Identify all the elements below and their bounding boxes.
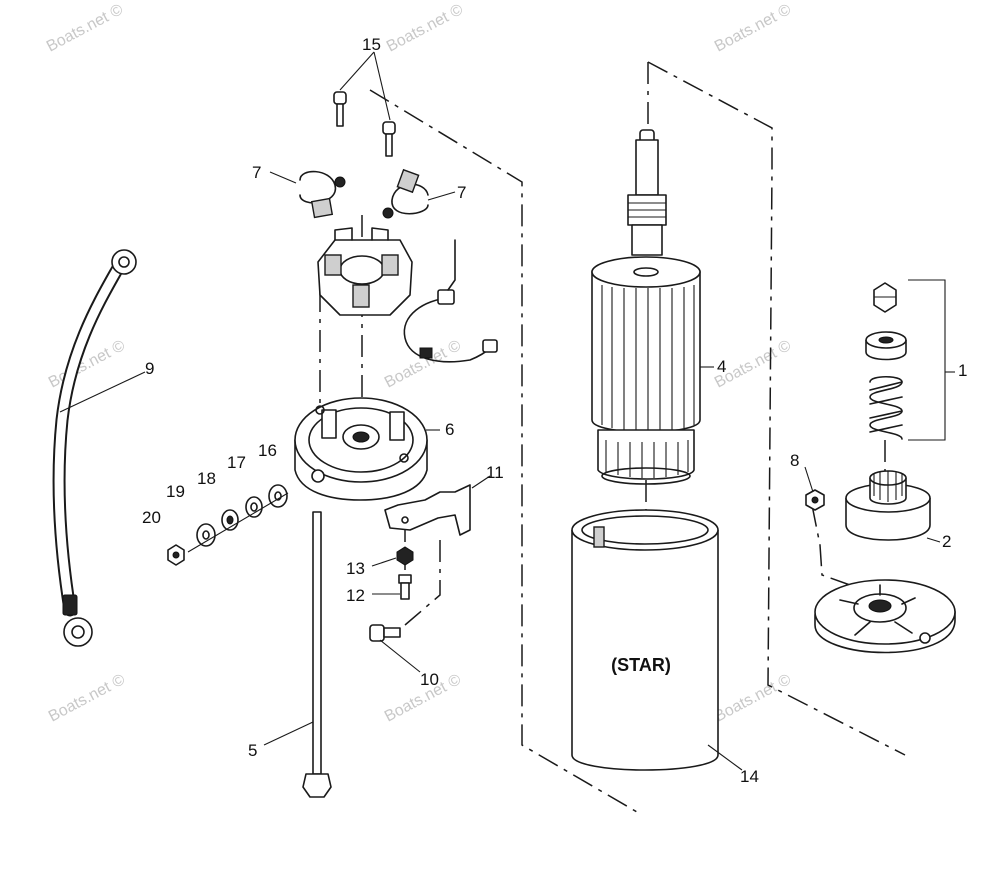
battery-cable xyxy=(52,249,137,647)
fasteners xyxy=(369,546,414,642)
callout-18: 18 xyxy=(197,469,216,488)
callout-2: 2 xyxy=(942,532,951,551)
bracket xyxy=(384,484,471,536)
brush-wire xyxy=(403,239,498,363)
callout-14: 14 xyxy=(740,767,759,786)
callout-16: 16 xyxy=(258,441,277,460)
watermark: Boats.net © xyxy=(44,1,126,55)
drive-nut-assembly xyxy=(865,282,907,440)
watermark: Boats.net © xyxy=(46,671,128,725)
watermark: Boats.net © xyxy=(382,337,464,391)
callout-17: 17 xyxy=(227,453,246,472)
callout-10: 10 xyxy=(420,670,439,689)
end-cap xyxy=(294,397,428,501)
callout-8: 8 xyxy=(790,451,799,470)
motor-housing: (STAR) xyxy=(571,509,719,771)
watermark: Boats.net © xyxy=(384,1,466,55)
callout-9: 9 xyxy=(145,359,154,378)
callout-7-right: 7 xyxy=(457,183,466,202)
callout-20: 20 xyxy=(142,508,161,527)
callout-15: 15 xyxy=(362,35,381,54)
watermark: Boats.net © xyxy=(712,671,794,725)
brush-springs xyxy=(299,168,429,219)
watermark: Boats.net © xyxy=(712,1,794,55)
callout-4: 4 xyxy=(717,357,726,376)
through-bolt xyxy=(302,511,332,798)
callout-11: 11 xyxy=(486,463,504,482)
brush-plate xyxy=(317,227,413,316)
callout-13: 13 xyxy=(346,559,365,578)
terminal-hardware xyxy=(167,484,289,566)
callout-numbers: 1 2 4 5 6 7 7 8 9 10 11 12 13 14 15 16 1… xyxy=(142,35,967,786)
callout-12: 12 xyxy=(346,586,365,605)
drive-end-plate xyxy=(814,579,956,654)
housing-label: (STAR) xyxy=(611,655,671,675)
armature xyxy=(591,129,701,485)
callout-5: 5 xyxy=(248,741,257,760)
callout-6: 6 xyxy=(445,420,454,439)
screws xyxy=(333,91,396,157)
pinion-drive xyxy=(805,470,931,541)
assembly-lines xyxy=(319,61,906,813)
callout-leaders xyxy=(59,51,955,771)
callout-1: 1 xyxy=(958,361,967,380)
callout-19: 19 xyxy=(166,482,185,501)
callout-7-left: 7 xyxy=(252,163,261,182)
